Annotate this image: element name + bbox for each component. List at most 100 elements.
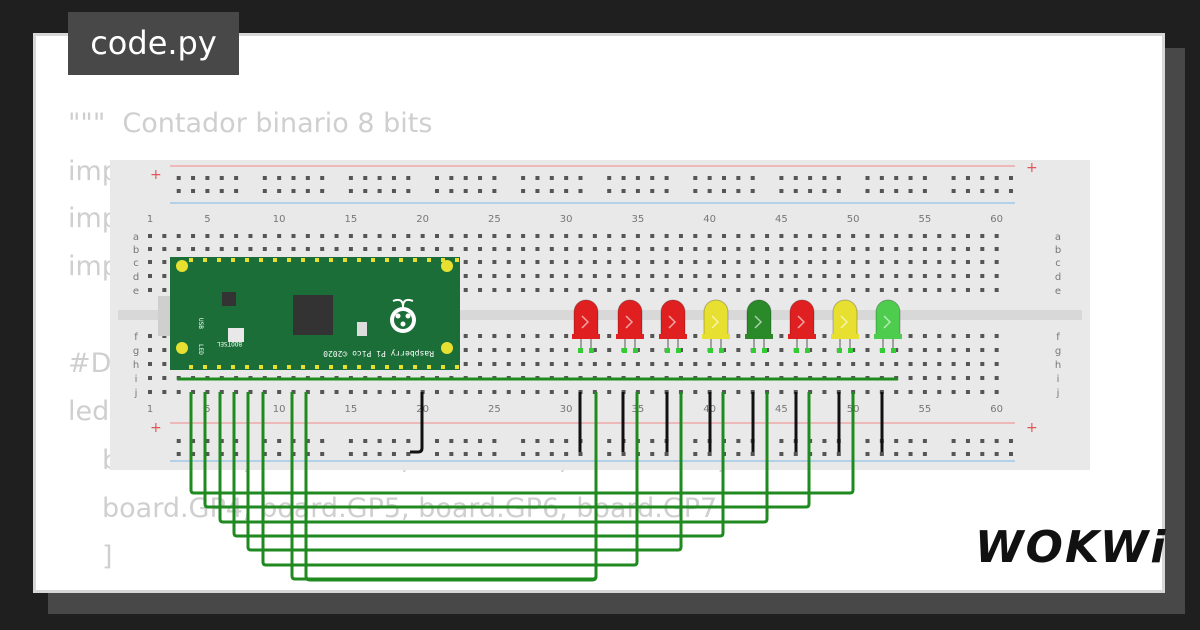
- breadboard-hole: [162, 274, 167, 278]
- led-base: [788, 334, 816, 339]
- pico-pin: [399, 365, 403, 369]
- led-red[interactable]: [616, 299, 644, 353]
- breadboard-hole: [922, 234, 927, 238]
- led-red[interactable]: [788, 299, 816, 353]
- breadboard-hole: [449, 234, 454, 238]
- breadboard-hole: [234, 247, 239, 251]
- led-red[interactable]: [572, 299, 600, 353]
- row-letter-label: c: [133, 258, 139, 269]
- column-number-label: 25: [488, 214, 501, 225]
- rail-hole: [535, 189, 540, 193]
- rail-hole: [951, 439, 956, 443]
- row-letter-label: e: [1055, 286, 1061, 297]
- rail-hole: [219, 189, 224, 193]
- breadboard-hole: [650, 260, 655, 264]
- rail-hole: [377, 439, 382, 443]
- rail-hole: [564, 439, 569, 443]
- gpio-wire: [304, 392, 598, 582]
- gpio-wire: [261, 392, 639, 567]
- led-green[interactable]: [874, 299, 902, 353]
- breadboard-hole: [750, 274, 755, 278]
- rail-hole: [262, 439, 267, 443]
- breadboard-hole: [277, 234, 282, 238]
- rail-hole: [205, 189, 210, 193]
- rp2040-chip: [293, 295, 333, 335]
- breadboard-hole: [592, 348, 597, 352]
- breadboard-hole: [851, 288, 856, 292]
- breadboard-hole: [736, 234, 741, 238]
- breadboard-hole: [879, 274, 884, 278]
- led-base: [702, 334, 730, 339]
- raspberry-pi-pico[interactable]: Raspberry Pi Pico ©2020 BOOTSEL USB LED: [158, 257, 460, 370]
- column-number-label: 55: [919, 214, 932, 225]
- rail-hole: [391, 189, 396, 193]
- breadboard-hole: [377, 390, 382, 394]
- column-number-label: 55: [919, 404, 932, 415]
- breadboard-hole: [808, 260, 813, 264]
- led-pin-marker: [665, 348, 670, 353]
- rail-hole: [363, 189, 368, 193]
- rail-hole: [894, 452, 899, 456]
- breadboard-hole: [463, 390, 468, 394]
- breadboard-hole: [334, 247, 339, 251]
- breadboard-hole: [162, 234, 167, 238]
- rail-hole: [492, 452, 497, 456]
- breadboard-hole: [234, 234, 239, 238]
- breadboard-hole: [836, 247, 841, 251]
- row-letter-label: b: [1055, 245, 1061, 256]
- rail-hole: [435, 452, 439, 456]
- breadboard-hole: [449, 247, 454, 251]
- breadboard-hole: [678, 274, 683, 278]
- pico-pin: [203, 258, 207, 262]
- led-green[interactable]: [745, 299, 773, 353]
- rail-hole: [277, 452, 282, 456]
- breadboard-hole: [435, 234, 439, 238]
- pico-pin: [441, 365, 445, 369]
- breadboard-hole: [463, 260, 468, 264]
- breadboard-hole: [879, 260, 884, 264]
- breadboard-hole: [765, 274, 770, 278]
- breadboard-hole: [736, 348, 741, 352]
- breadboard-hole: [506, 260, 511, 264]
- rail-hole: [865, 189, 870, 193]
- rail-hole: [922, 439, 927, 443]
- rail-hole: [234, 439, 239, 443]
- breadboard-hole: [908, 274, 913, 278]
- rail-hole: [965, 189, 970, 193]
- breadboard-hole: [521, 260, 526, 264]
- rail-hole: [205, 452, 210, 456]
- breadboard-hole: [205, 234, 210, 238]
- column-number-label: 45: [775, 214, 788, 225]
- breadboard-hole: [535, 288, 540, 292]
- breadboard-hole: [191, 234, 196, 238]
- led-yellow[interactable]: [702, 299, 730, 353]
- bootsel-button[interactable]: [228, 328, 244, 342]
- led-yellow[interactable]: [831, 299, 859, 353]
- top-rail-plus-right: +: [1026, 160, 1038, 176]
- led-pin-marker: [762, 348, 767, 353]
- breadboard-hole: [922, 288, 927, 292]
- breadboard-hole: [707, 274, 712, 278]
- row-letter-label: g: [1055, 346, 1061, 357]
- breadboard-hole: [363, 390, 368, 394]
- breadboard-hole: [564, 334, 569, 338]
- rail-hole: [205, 176, 210, 180]
- file-tab[interactable]: code.py: [68, 12, 239, 75]
- pico-pin: [287, 365, 291, 369]
- breadboard-hole: [779, 260, 784, 264]
- breadboard-hole: [592, 260, 597, 264]
- rail-hole: [908, 439, 913, 443]
- breadboard-hole: [506, 390, 511, 394]
- breadboard-hole: [980, 288, 985, 292]
- breadboard-hole: [492, 362, 497, 366]
- column-number-label: 10: [273, 404, 286, 415]
- breadboard-hole: [305, 247, 310, 251]
- breadboard-hole: [535, 348, 540, 352]
- rail-hole: [391, 439, 396, 443]
- wires: [177, 377, 898, 582]
- breadboard-hole: [621, 260, 626, 264]
- column-number-label: 30: [560, 214, 573, 225]
- led-red[interactable]: [659, 299, 687, 353]
- breadboard-hole: [262, 247, 267, 251]
- rail-hole: [176, 189, 181, 193]
